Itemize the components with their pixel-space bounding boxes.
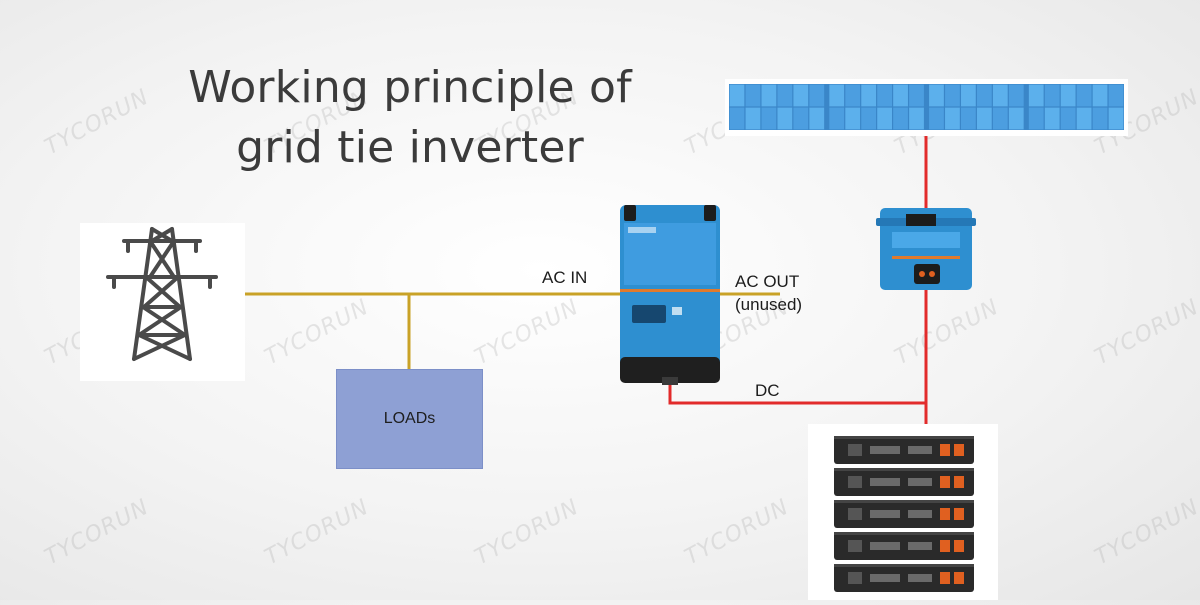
power-tower-icon: [106, 227, 218, 361]
solar-cell: [992, 107, 1008, 130]
solar-cell: [893, 107, 908, 130]
solar-cell: [961, 107, 976, 130]
battery-stack-icon: [834, 436, 974, 592]
solar-cell: [976, 107, 992, 130]
battery-module: [834, 500, 974, 528]
solar-cell: [1008, 84, 1024, 107]
solar-cell: [777, 107, 793, 130]
solar-cell: [1008, 107, 1024, 130]
loads-box: LOADs: [336, 369, 483, 469]
solar-cell: [745, 84, 761, 107]
battery-module: [834, 436, 974, 464]
solar-cell: [745, 107, 761, 130]
battery-module: [834, 532, 974, 560]
solar-cell: [729, 84, 745, 107]
solar-cell: [1108, 107, 1124, 130]
solar-cell: [729, 107, 745, 130]
title-line-2: grid tie inverter: [236, 122, 584, 173]
charge-controller-device: [876, 208, 976, 290]
solar-cell: [961, 84, 976, 107]
loads-label: LOADs: [383, 410, 436, 427]
solar-cell: [1044, 84, 1060, 107]
solar-cell: [1028, 107, 1044, 130]
solar-cell: [761, 107, 777, 130]
solar-cell: [845, 107, 861, 130]
battery-module: [834, 468, 974, 496]
grid-tower-panel: [80, 223, 245, 381]
solar-cell: [1060, 84, 1076, 107]
solar-cell: [877, 84, 892, 107]
solar-cell: [1060, 107, 1076, 130]
solar-cell: [1076, 107, 1092, 130]
solar-cell: [845, 84, 861, 107]
inverter-device: [620, 205, 720, 385]
solar-cell: [829, 107, 845, 130]
solar-cell: [777, 84, 793, 107]
solar-cell: [1108, 84, 1124, 107]
solar-cell: [1092, 84, 1108, 107]
solar-cell: [945, 107, 960, 130]
solar-cell: [793, 107, 809, 130]
inverter-dc-wire: [668, 385, 926, 405]
ac-out-note: (unused): [735, 295, 803, 314]
ac-in-label: AC IN: [542, 268, 588, 287]
solar-cell: [1092, 107, 1108, 130]
solar-panel-card: [725, 79, 1128, 136]
dc-label: DC: [755, 381, 780, 400]
solar-cell: [992, 84, 1008, 107]
solar-cell: [761, 84, 777, 107]
solar-cell: [809, 107, 825, 130]
solar-cell: [877, 107, 892, 130]
solar-cell: [861, 84, 877, 107]
solar-cell: [909, 107, 924, 130]
diagram-title: Working principle of grid tie inverter: [150, 58, 670, 178]
solar-cell: [809, 84, 825, 107]
solar-panel-icon: [729, 84, 1124, 130]
solar-cell: [893, 84, 908, 107]
solar-cell: [945, 84, 960, 107]
battery-stack-panel: [808, 424, 998, 600]
battery-module: [834, 564, 974, 592]
solar-cell: [829, 84, 845, 107]
solar-cell: [1044, 107, 1060, 130]
solar-cell: [909, 84, 924, 107]
solar-cell: [929, 84, 944, 107]
ac-out-label: AC OUT: [735, 272, 800, 291]
solar-cell: [1076, 84, 1092, 107]
solar-cell: [929, 107, 944, 130]
title-line-1: Working principle of: [188, 62, 632, 113]
solar-cell: [1028, 84, 1044, 107]
solar-cell: [861, 107, 877, 130]
solar-cell: [976, 84, 992, 107]
solar-cell: [793, 84, 809, 107]
